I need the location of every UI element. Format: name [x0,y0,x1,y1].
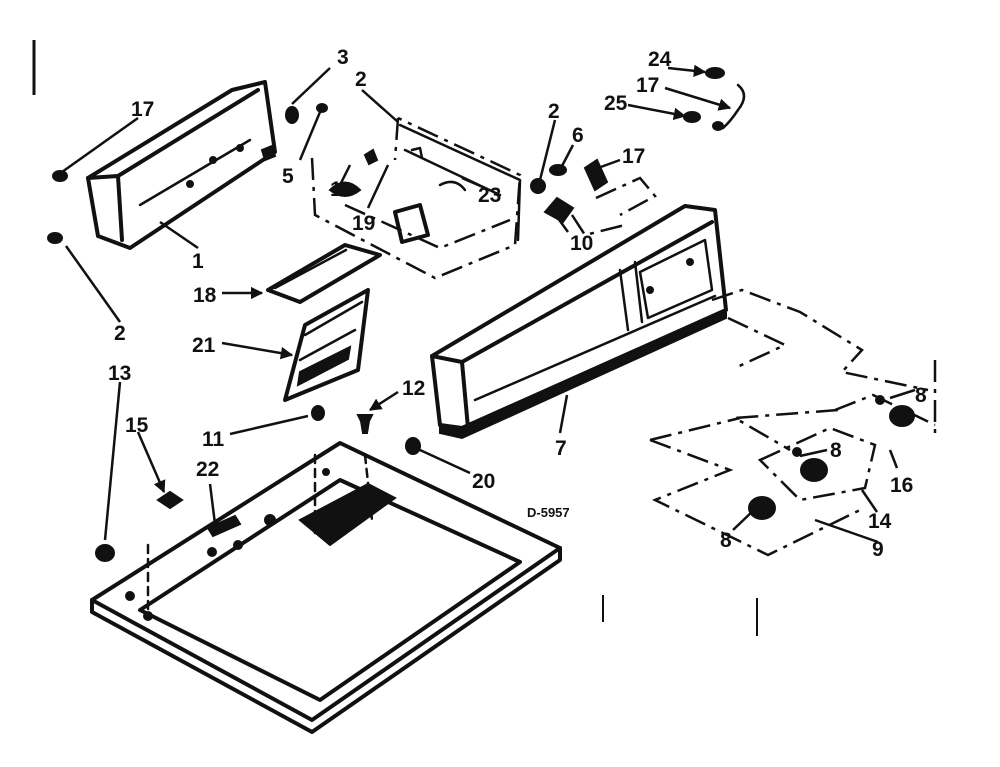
graphics-panel [283,288,370,402]
plug [156,490,184,510]
bumper [95,544,115,562]
callout: 13 [108,362,131,385]
callout: 1 [192,250,204,273]
callout: 11 [202,428,225,451]
callout: 17 [131,98,154,121]
callout: 3 [337,46,349,69]
callout: 8 [915,384,927,407]
callout: 25 [604,92,628,115]
callout: 19 [352,212,375,235]
callout: 2 [114,322,126,345]
callout: 20 [472,470,495,493]
callout: 22 [196,458,219,481]
clip [316,103,328,113]
callout: 14 [868,510,892,533]
knob [800,458,828,482]
callout: 1 [330,178,342,201]
callout: 7 [555,437,567,460]
screw [549,164,567,176]
callout: 9 [872,538,884,561]
leader-lines [61,64,916,544]
callout: 15 [125,414,149,437]
spring [875,395,885,405]
callout: 10 [570,232,593,255]
control-panel [430,204,728,440]
knob [748,496,776,520]
lamp-socket [530,178,546,194]
grommet [405,437,421,455]
screw [52,170,68,182]
screw [47,232,63,244]
console-end-panel [86,80,277,250]
callout: 17 [636,74,659,97]
callout: 2 [355,68,367,91]
screw [285,106,299,124]
panel-dashed-outlines [649,288,937,557]
callout: 8 [720,529,732,552]
callout: 8 [830,439,842,462]
wire-harness [683,67,746,131]
callout-labels: 17 3 2 24 17 25 5 2 6 17 1 19 23 10 1 18… [108,46,927,561]
callout: 16 [890,474,913,497]
dryer-top [90,441,562,734]
indicator-lens [266,243,382,304]
switch-bracket-group [310,116,522,280]
lamp [583,158,609,192]
callout: 5 [282,165,294,188]
spring [792,447,802,457]
callout: 6 [572,124,584,147]
callout: 23 [478,184,501,207]
callout: 18 [193,284,217,307]
callout: 24 [648,48,672,71]
callout: 12 [402,377,425,400]
dashed-outline [595,176,657,217]
screw [356,414,374,434]
callout: 17 [622,145,645,168]
clip [311,405,325,421]
callout: 21 [192,334,216,357]
drawing-code: D-5957 [527,505,570,520]
callout: 2 [548,100,560,123]
dashed-outline [570,214,626,237]
knob [889,405,915,427]
